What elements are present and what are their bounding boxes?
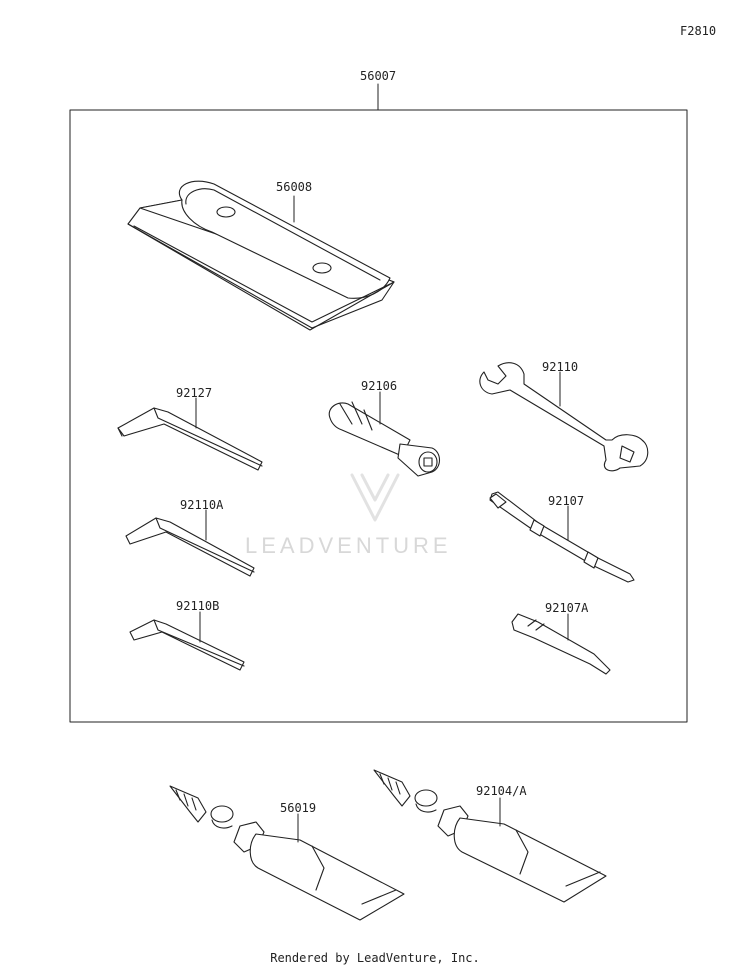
hex-wrench-medium-drawing (125, 509, 255, 577)
hex-wrench-small-drawing (129, 611, 245, 671)
part-label-tool-case[interactable]: 56008 (276, 180, 313, 194)
part-label-open-end-wrench[interactable]: 92110 (542, 360, 579, 374)
part-label-hex-wrench-medium[interactable]: 92110A (180, 498, 224, 512)
watermark-text: LEADVENTURE (245, 533, 452, 558)
part-label-hex-wrench-small[interactable]: 92110B (176, 599, 220, 613)
grease-tube-right-drawing (373, 769, 607, 903)
part-label-socket-handle[interactable]: 92106 (361, 379, 398, 393)
watermark-logo (350, 473, 400, 522)
part-label-grease-tube-left[interactable]: 56019 (280, 801, 317, 815)
socket-handle-drawing (328, 391, 441, 477)
diagram-code: F2810 (680, 24, 717, 38)
screwdriver-drawing (489, 491, 635, 583)
part-label-screwdriver-bit[interactable]: 92107A (545, 601, 589, 615)
footer-credit: Rendered by LeadVenture, Inc. (270, 951, 480, 965)
part-label-screwdriver[interactable]: 92107 (548, 494, 585, 508)
screwdriver-bit-drawing (511, 613, 611, 675)
part-label-hex-wrench-large[interactable]: 92127 (176, 386, 213, 400)
hex-wrench-large-drawing (117, 397, 263, 471)
grease-tube-left-drawing (169, 785, 405, 921)
part-label-grease-tube-right[interactable]: 92104/A (476, 784, 527, 798)
tool-case-drawing (127, 180, 395, 331)
part-label-tool-set[interactable]: 56007 (360, 69, 397, 83)
open-end-wrench-drawing (479, 362, 649, 472)
